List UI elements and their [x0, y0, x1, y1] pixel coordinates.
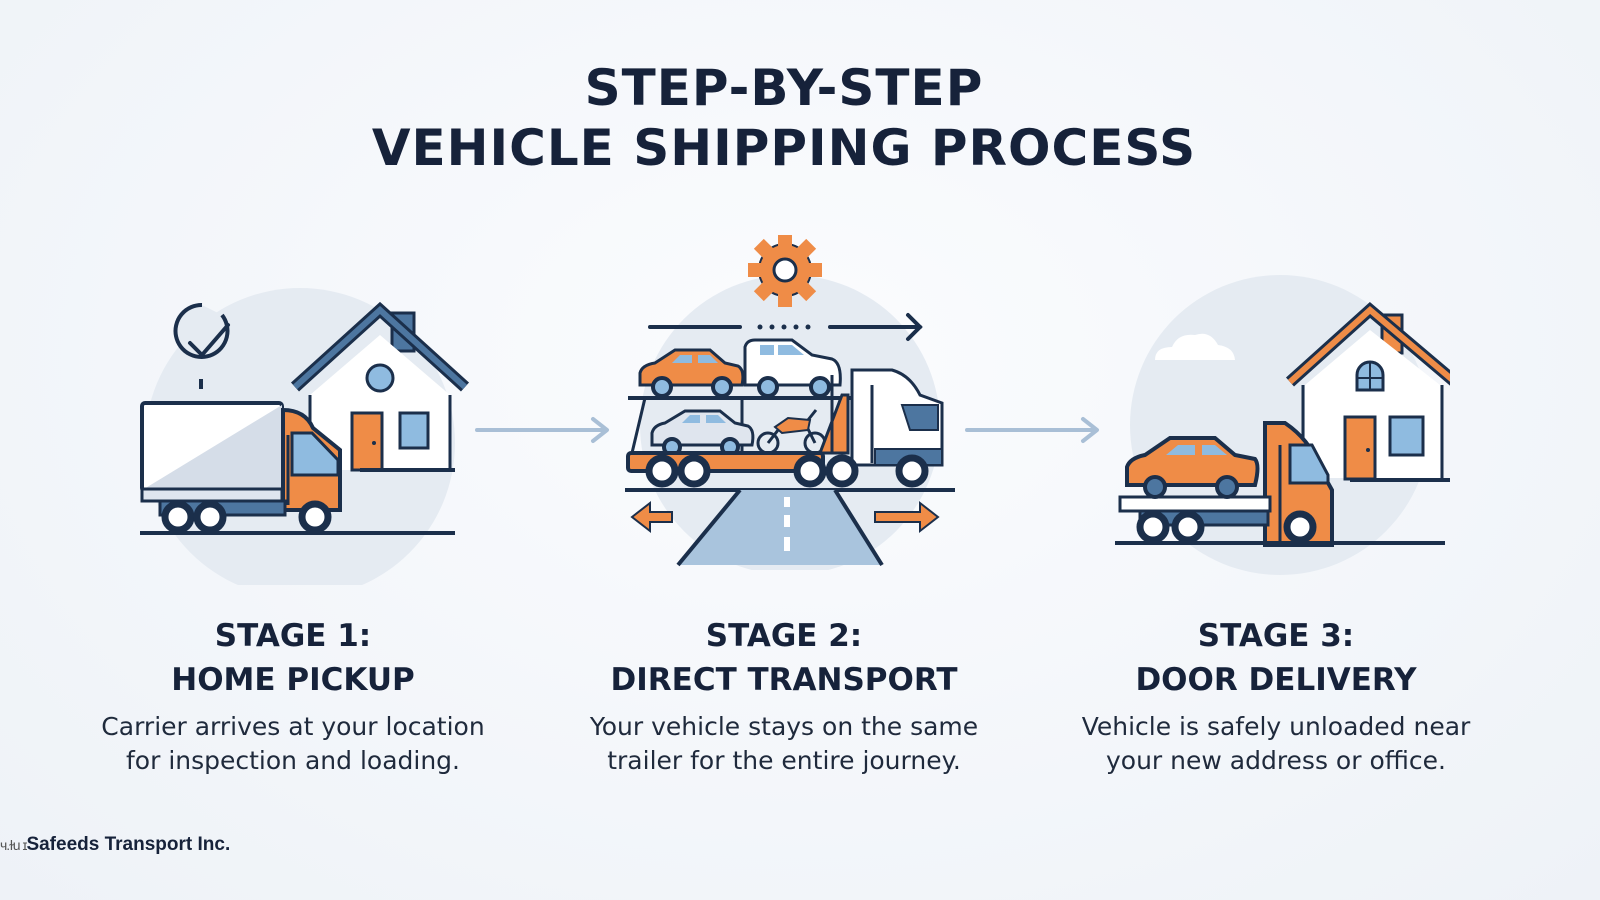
- stage-2-desc-line-1: Your vehicle stays on the same: [589, 712, 979, 741]
- suv-icon: [743, 338, 842, 398]
- stage-2-heading: STAGE 2: DIRECT TRANSPORT: [564, 614, 1004, 702]
- car-icon: [638, 348, 745, 398]
- car-icon: [1125, 436, 1260, 499]
- connector-arrow-2: [965, 415, 1105, 450]
- stage-2-desc-line-2: trailer for the entire journey.: [607, 746, 961, 775]
- stage-1-text: STAGE 1: HOME PICKUP Carrier arrives at …: [73, 614, 513, 778]
- car-carrier-truck-icon: [625, 338, 955, 492]
- footer-company-name: Safeeds Transport Inc.: [26, 834, 231, 855]
- title-line-2: VEHICLE SHIPPING PROCESS: [371, 119, 1197, 177]
- stage-1-heading-line-2: HOME PICKUP: [171, 662, 415, 698]
- stage-1-heading-line-1: STAGE 1:: [214, 618, 372, 654]
- stage-3-desc-line-2: your new address or office.: [1105, 746, 1446, 775]
- stage-1-description: Carrier arrives at your location for ins…: [73, 710, 513, 778]
- cloud-icon: [1155, 333, 1235, 360]
- right-arrow-icon: [965, 417, 1099, 443]
- checkmark-circle-icon: [173, 302, 230, 389]
- stage-3-desc-line-1: Vehicle is safely unloaded near: [1081, 712, 1471, 741]
- stage-3-heading-line-1: STAGE 3:: [1197, 618, 1355, 654]
- stage-3-description: Vehicle is safely unloaded near your new…: [1056, 710, 1496, 778]
- car-icon: [650, 409, 755, 457]
- stage-1-heading: STAGE 1: HOME PICKUP: [73, 614, 513, 702]
- house-icon: [1285, 302, 1450, 482]
- direction-arrow-icon: [648, 313, 923, 341]
- title-line-1: STEP-BY-STEP: [584, 59, 984, 117]
- page-title: STEP-BY-STEP VEHICLE SHIPPING PROCESS: [0, 58, 1568, 178]
- right-arrow-icon: [874, 500, 940, 534]
- stage-1-desc-line-2: for inspection and loading.: [126, 746, 460, 775]
- stage-3-heading-line-2: DOOR DELIVERY: [1135, 662, 1417, 698]
- connector-arrow-1: [475, 415, 615, 450]
- stage-2-heading-line-1: STAGE 2:: [705, 618, 863, 654]
- stage-3-illustration: [1110, 275, 1450, 585]
- right-arrow-icon: [475, 417, 609, 443]
- stage-1-desc-line-1: Carrier arrives at your location: [101, 712, 485, 741]
- stage-2-text: STAGE 2: DIRECT TRANSPORT Your vehicle s…: [564, 614, 1004, 778]
- stage-2-description: Your vehicle stays on the same trailer f…: [564, 710, 1004, 778]
- footer-watermark: ч.ɫu ɪSafeeds Transport Inc.: [0, 834, 230, 856]
- stage-2-heading-line-2: DIRECT TRANSPORT: [610, 662, 958, 698]
- stage-3-heading: STAGE 3: DOOR DELIVERY: [1056, 614, 1496, 702]
- stage-2-illustration: [620, 235, 960, 570]
- stage-1-illustration: [130, 265, 470, 585]
- left-arrow-icon: [630, 500, 673, 534]
- stage-3-text: STAGE 3: DOOR DELIVERY Vehicle is safely…: [1056, 614, 1496, 778]
- flatbed-tow-truck-icon: [1115, 421, 1445, 547]
- gear-icon: [748, 235, 822, 307]
- road-icon: [676, 488, 884, 567]
- box-truck-icon: [140, 401, 455, 535]
- footer-garbled-prefix: ч.ɫu ɪ: [0, 837, 27, 853]
